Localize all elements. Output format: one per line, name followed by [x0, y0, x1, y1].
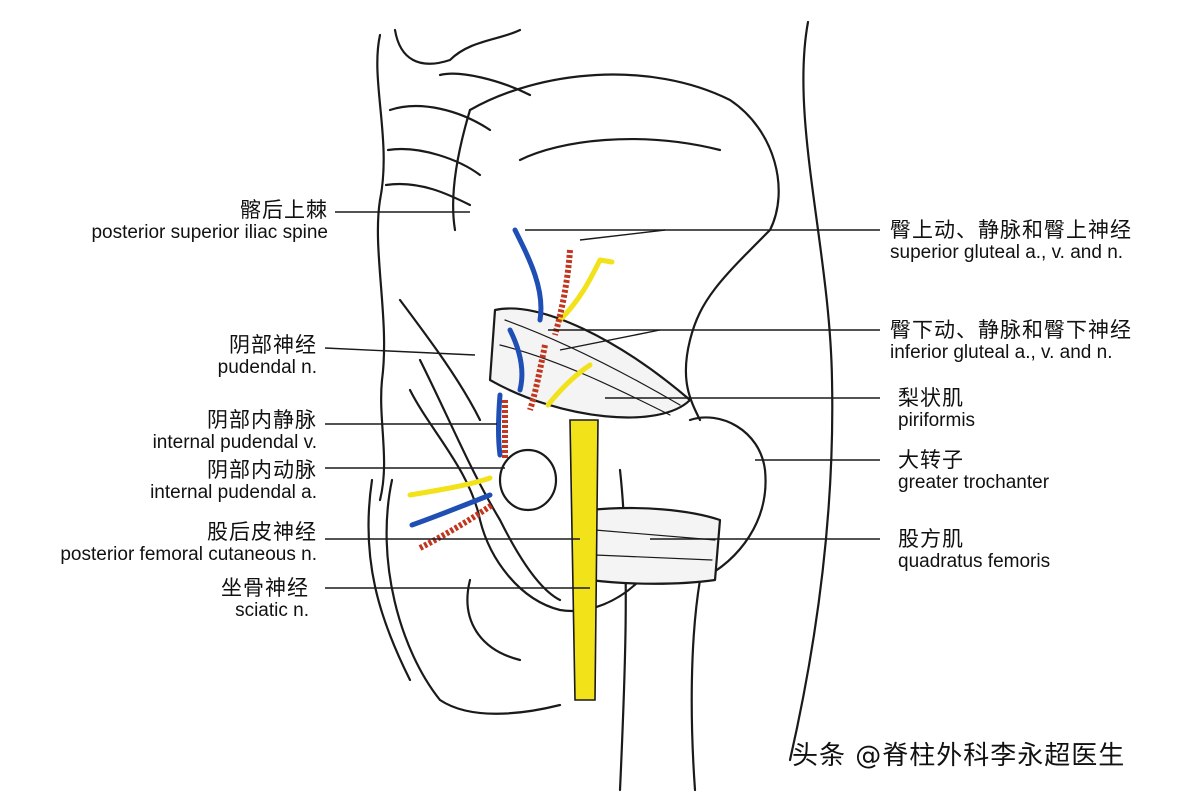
buttock-outline: [385, 478, 562, 715]
label-cn: 臀上动、静脉和臀上神经: [890, 218, 1132, 242]
label-en: inferior gluteal a., v. and n.: [890, 342, 1113, 364]
watermark: 头条 @脊柱外科李永超医生: [792, 741, 1126, 771]
label-en: pudendal n.: [217, 357, 317, 379]
label-en: posterior femoral cutaneous n.: [60, 544, 317, 566]
label-cn: 阴部神经: [229, 333, 317, 357]
posterior-femoral-cutaneous-nerve: [407, 475, 493, 498]
superior-gluteal-vein: [512, 227, 544, 323]
label-cn: 阴部内动脉: [207, 458, 317, 482]
label-internal-pudendal-artery: 阴部内动脉 internal pudendal a.: [150, 458, 317, 504]
label-en: greater trochanter: [898, 472, 1050, 494]
quadratus-muscle: [588, 506, 722, 585]
label-posterior-femoral-cutaneous-nerve: 股后皮神经 posterior femoral cutaneous n.: [60, 520, 317, 566]
label-greater-trochanter: 大转子 greater trochanter: [898, 448, 1049, 494]
label-quadratus-femoris: 股方肌 quadratus femoris: [898, 527, 1050, 573]
inferior-gluteal-artery: [527, 344, 548, 411]
label-pudendal-nerve: 阴部神经 pudendal n.: [218, 333, 317, 379]
label-en: quadratus femoris: [898, 551, 1051, 573]
label-en: internal pudendal v.: [152, 432, 317, 454]
inferior-gluteal-nerve: [545, 362, 593, 408]
label-internal-pudendal-vein: 阴部内静脉 internal pudendal v.: [153, 408, 317, 454]
label-cn: 髂后上棘: [240, 198, 328, 222]
label-en: posterior superior iliac spine: [91, 222, 328, 244]
label-piriformis: 梨状肌 piriformis: [898, 386, 975, 432]
label-cn: 股后皮神经: [207, 520, 317, 544]
label-cn: 坐骨神经: [221, 576, 309, 600]
ilium-outline: [468, 73, 780, 422]
label-superior-gluteal: 臀上动、静脉和臀上神经 superior gluteal a., v. and …: [890, 218, 1132, 264]
label-posterior-superior-iliac-spine: 髂后上棘 posterior superior iliac spine: [91, 198, 328, 244]
sacrum-outline: [376, 33, 386, 502]
label-en: sciatic n.: [235, 600, 309, 622]
label-inferior-gluteal: 臀下动、静脉和臀下神经 inferior gluteal a., v. and …: [890, 318, 1132, 364]
femur-outline: [688, 416, 767, 792]
label-sciatic-nerve: 坐骨神经 sciatic n.: [221, 576, 309, 622]
label-en: piriformis: [898, 410, 976, 432]
superior-gluteal-nerve: [557, 257, 615, 323]
label-cn: 大转子: [898, 448, 964, 472]
label-cn: 阴部内静脉: [207, 408, 317, 432]
internal-pudendal-vein: [496, 392, 503, 458]
label-en: superior gluteal a., v. and n.: [890, 242, 1124, 264]
label-cn: 臀下动、静脉和臀下神经: [890, 318, 1132, 342]
sciatic-nerve: [569, 419, 599, 701]
label-en: internal pudendal a.: [150, 482, 317, 504]
label-cn: 股方肌: [898, 527, 964, 551]
body-outline-right: [788, 20, 834, 762]
leader-lines: [324, 211, 880, 589]
label-cn: 梨状肌: [898, 386, 964, 410]
